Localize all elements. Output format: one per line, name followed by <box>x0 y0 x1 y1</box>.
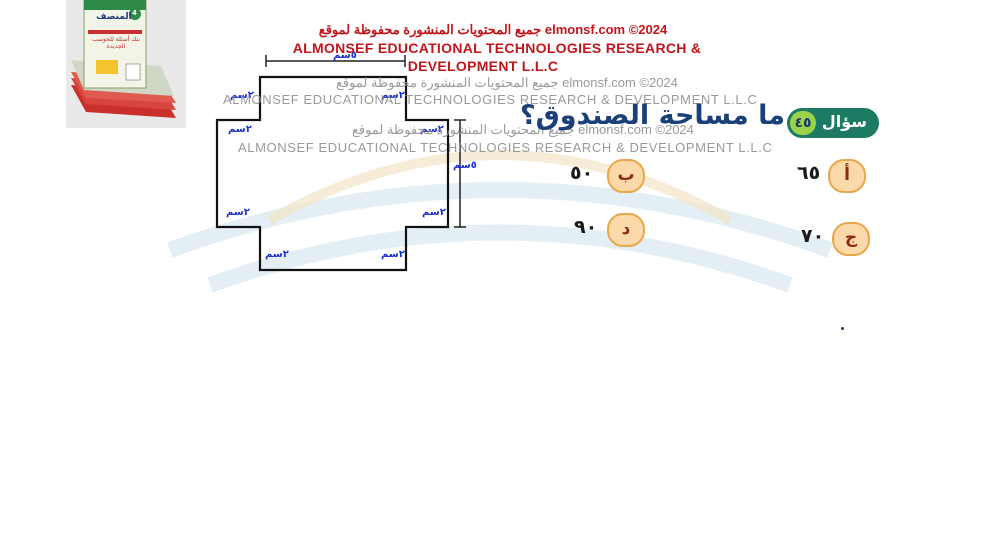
box-net-diagram <box>215 55 466 272</box>
book-title: المنصف <box>96 12 132 22</box>
watermark-line: ALMONSEF EDUCATIONAL TECHNOLOGIES RESEAR… <box>223 92 758 107</box>
decorative-dot <box>841 327 844 330</box>
side-dimension-label: ٥سم <box>453 160 477 171</box>
corner-label: ٢سم <box>422 207 446 218</box>
corner-label: ٢سم <box>381 249 405 260</box>
watermark-line: جميع المحتويات المنشورة محفوظة لموقع elm… <box>336 75 678 90</box>
option-c-letter[interactable]: ج <box>832 222 870 256</box>
corner-label: ٢سم <box>230 90 254 101</box>
question-number: ٤٥ <box>790 111 816 135</box>
copyright-line-3: DEVELOPMENT L.L.C <box>407 58 559 74</box>
copyright-line-1: جميع المحتويات المنشورة محفوظة لموقع elm… <box>318 22 668 37</box>
option-a-value[interactable]: ٦٥ <box>797 162 821 184</box>
corner-label: ٢سم <box>420 124 444 135</box>
corner-label: ٢سم <box>381 90 405 101</box>
book-subtitle: بنك أسئلة للحوسب الجديدة <box>92 36 140 50</box>
corner-label: ٢سم <box>226 207 250 218</box>
watermark-logo <box>167 150 833 293</box>
top-dimension-label: ٥سم <box>333 50 357 61</box>
question-badge: سؤال ٤٥ <box>787 108 879 138</box>
corner-label: ٢سم <box>228 124 252 135</box>
watermark-line: ALMONSEF EDUCATIONAL TECHNOLOGIES RESEAR… <box>238 140 773 155</box>
box-net-outline <box>215 75 450 272</box>
book-cover-image: المنصف بنك أسئلة للحوسب الجديدة 4 <box>66 0 186 128</box>
corner-label: ٢سم <box>265 249 289 260</box>
option-b-letter[interactable]: ب <box>607 159 645 193</box>
book-grade: 4 <box>132 9 137 17</box>
question-word: سؤال <box>821 112 867 131</box>
option-a-letter[interactable]: أ <box>828 159 866 193</box>
option-d-value[interactable]: ٩٠ <box>574 216 598 238</box>
option-c-value[interactable]: ٧٠ <box>801 225 825 247</box>
option-d-letter[interactable]: د <box>607 213 645 247</box>
question-text: ما مساحة الصندوق؟ <box>519 100 785 131</box>
copyright-line-2: ALMONSEF EDUCATIONAL TECHNOLOGIES RESEAR… <box>292 40 702 56</box>
option-b-value[interactable]: ٥٠ <box>570 162 594 184</box>
watermark-line: جميع المحتويات المنشورة محفوظة لموقع elm… <box>352 122 694 137</box>
